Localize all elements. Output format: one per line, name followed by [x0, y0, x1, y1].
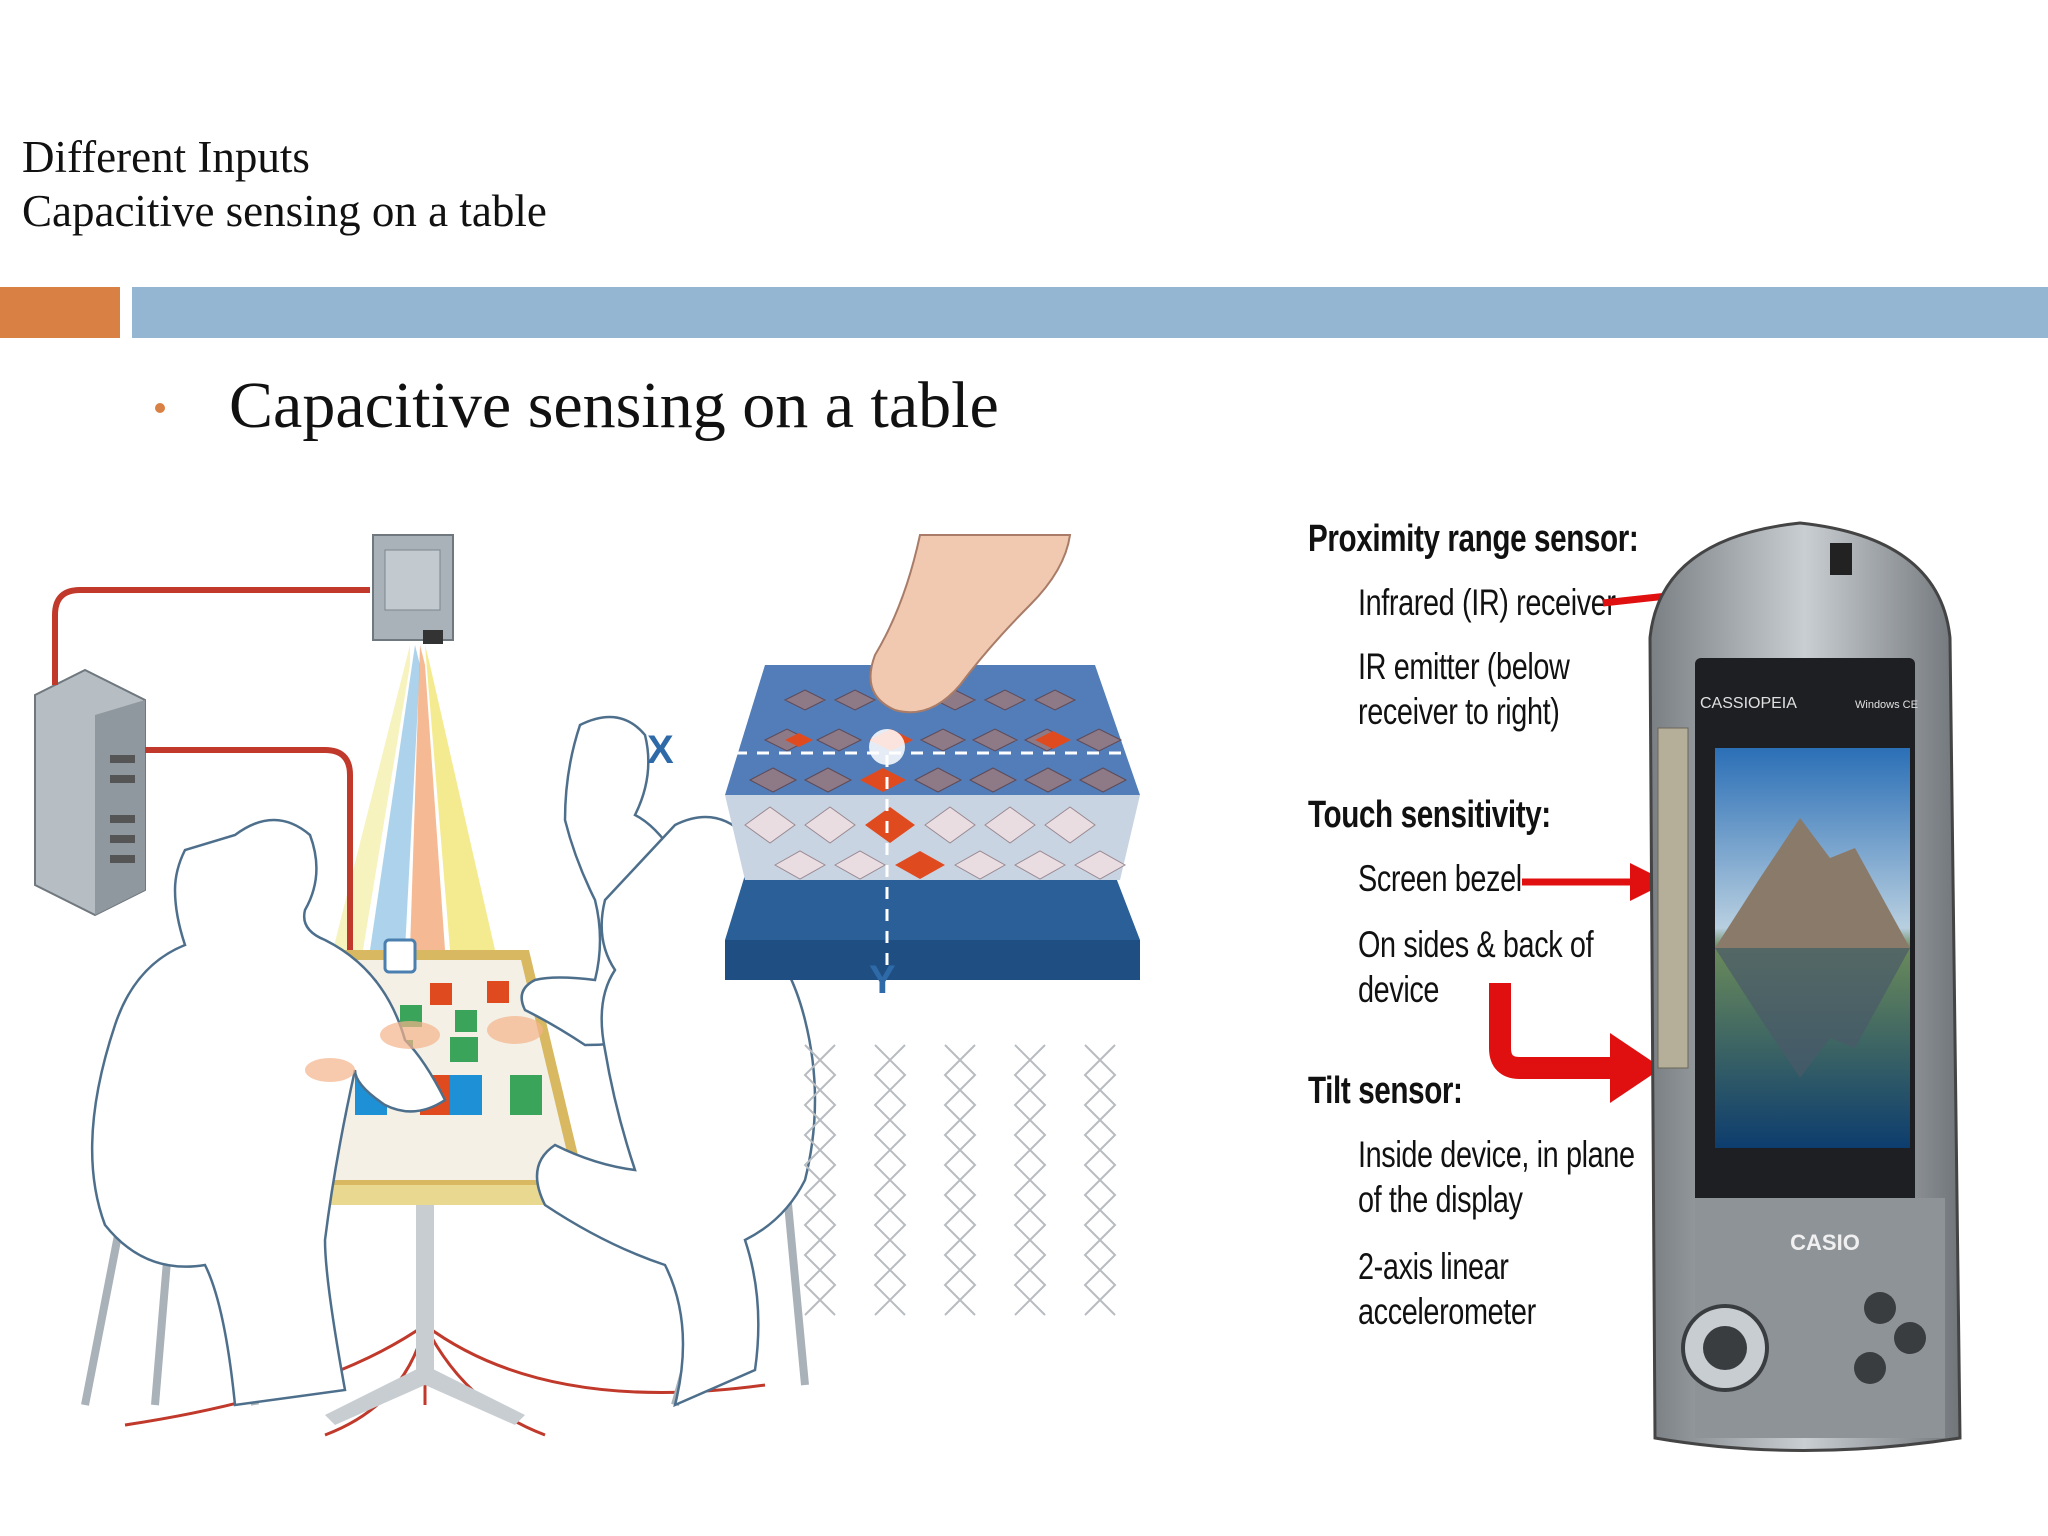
tilt-heading: Tilt sensor:	[1308, 1070, 1463, 1112]
casio-cassiopeia-device-icon: CASIO CASSIOPEIA Windows CE	[1648, 521, 1962, 1452]
sides-back-label: On sides & back of device	[1358, 922, 1594, 1012]
sensor-grid-panel	[725, 534, 1140, 980]
sides-back-line-1: On sides & back of	[1358, 924, 1594, 965]
arrow-sides-back-icon	[1489, 983, 1662, 1103]
bullet-item: Capacitive sensing on a table	[155, 368, 999, 444]
capacitive-table-illustration: X Y	[34, 534, 1140, 1437]
header-line-1: Different Inputs	[22, 132, 310, 182]
projector-icon	[372, 534, 454, 644]
proximity-heading: Proximity range sensor:	[1308, 518, 1639, 560]
touch-heading: Touch sensitivity:	[1308, 794, 1551, 836]
computer-tower-icon	[34, 668, 146, 917]
inside-device-label: Inside device, in plane of the display	[1358, 1132, 1635, 1222]
accelerometer-label: 2-axis linear accelerometer	[1358, 1244, 1536, 1334]
brand-cassiopeia-label: CASSIOPEIA	[1700, 695, 1797, 712]
header-line-2: Capacitive sensing on a table	[22, 186, 547, 236]
accent-bar-blue	[132, 287, 2048, 338]
bullet-dot-icon	[155, 403, 165, 413]
slide-header: Different Inputs Capacitive sensing on a…	[22, 130, 547, 238]
bullet-text: Capacitive sensing on a table	[229, 369, 999, 442]
ir-emitter-line-2: receiver to right)	[1358, 691, 1560, 732]
ir-receiver-label: Infrared (IR) receiver	[1358, 582, 1616, 623]
arrow-screen-bezel-icon	[1522, 863, 1668, 901]
screen-bezel-label: Screen bezel	[1358, 858, 1522, 899]
ir-emitter-line-1: IR emitter (below	[1358, 646, 1570, 687]
inside-device-line-1: Inside device, in plane	[1358, 1134, 1635, 1175]
grid-x-label: X	[647, 728, 674, 772]
sides-back-line-2: device	[1358, 969, 1440, 1010]
ir-emitter-label: IR emitter (below receiver to right)	[1358, 644, 1570, 734]
accent-bar-orange	[0, 287, 120, 338]
brand-windows-label: Windows CE	[1855, 699, 1918, 711]
accelerometer-line-1: 2-axis linear	[1358, 1246, 1509, 1287]
brand-casio-label: CASIO	[1790, 1230, 1860, 1255]
phone-sensor-panel: Proximity range sensor: Infrared (IR) re…	[1290, 518, 2030, 1458]
accelerometer-line-2: accelerometer	[1358, 1291, 1536, 1332]
grid-y-label: Y	[869, 958, 896, 1002]
electrode-grid-diagram	[803, 1044, 1117, 1316]
inside-device-line-2: of the display	[1358, 1179, 1523, 1220]
